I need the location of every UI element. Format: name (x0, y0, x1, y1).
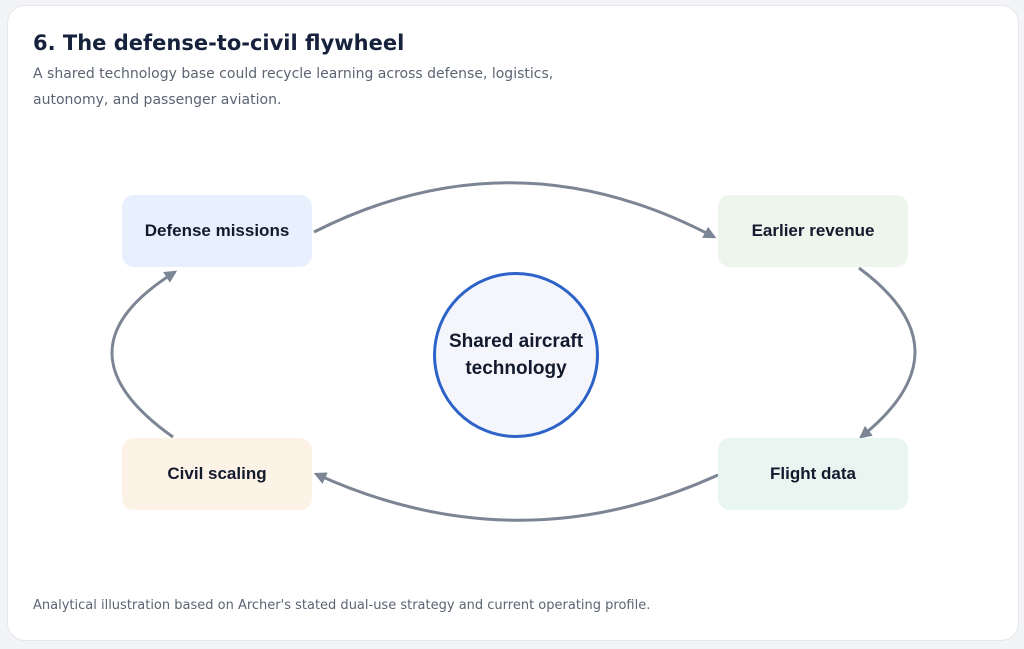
center-shared-technology: Shared aircraft technology (433, 272, 599, 438)
node-earlier-revenue: Earlier revenue (718, 195, 908, 267)
page-subtitle: A shared technology base could recycle l… (33, 66, 554, 108)
arrow-civil-to-defense (110, 270, 178, 439)
node-flight-data: Flight data (718, 438, 908, 510)
node-flight-data-label: Flight data (770, 464, 856, 483)
arrow-defense-to-revenue (313, 181, 717, 239)
flywheel-card: 6. The defense-to-civil flywheel A share… (7, 5, 1019, 641)
arrow-revenue-to-flight-data (858, 266, 917, 439)
node-civil-scaling-label: Civil scaling (167, 464, 267, 483)
node-defense-missions-label: Defense missions (144, 221, 290, 240)
arrow-flight-data-to-civil (313, 472, 719, 522)
page-title: 6. The defense-to-civil flywheel (33, 31, 405, 55)
node-civil-scaling: Civil scaling (122, 438, 312, 510)
flywheel-diagram (110, 181, 917, 522)
footnote: Analytical illustration based on Archer'… (33, 598, 651, 613)
node-defense-missions: Defense missions (122, 195, 312, 267)
center-label: Shared aircraft technology (448, 331, 584, 379)
node-earlier-revenue-label: Earlier revenue (751, 221, 875, 240)
